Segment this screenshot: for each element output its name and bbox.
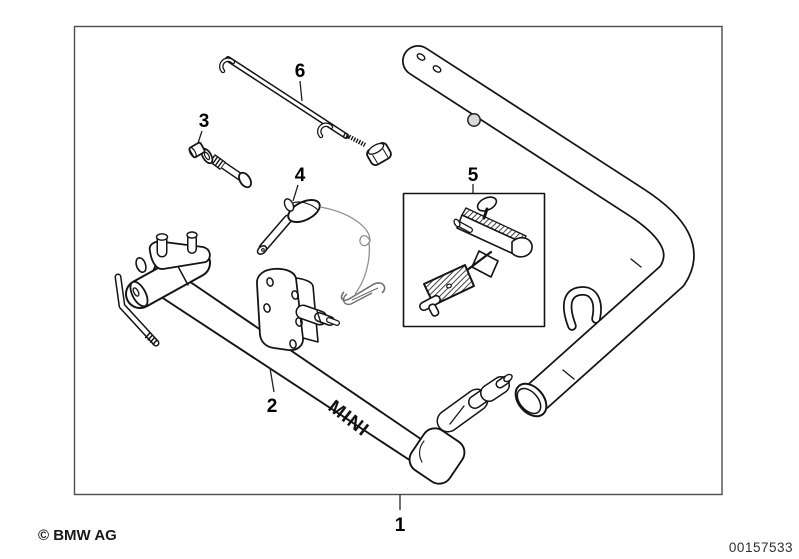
- callout-2: 2: [267, 396, 278, 417]
- callout-1: 1: [395, 515, 406, 536]
- t-knob: [419, 294, 441, 317]
- clamp-bolt: [155, 233, 169, 241]
- bracket-hole: [266, 277, 274, 287]
- bracket-hole: [263, 303, 271, 313]
- callouts: 1 2 3 4 5 6: [197, 61, 479, 536]
- cap-nut: [366, 142, 392, 166]
- diagram-frame: [73, 25, 723, 496]
- beam-end-cap: [408, 427, 466, 485]
- callout-5: 5: [468, 165, 479, 186]
- part-2-main-beam: MINI: [114, 231, 513, 485]
- wing-knob: [476, 196, 498, 212]
- leader-line-2: [269, 367, 275, 393]
- callout-6: 6: [295, 61, 306, 82]
- tube-hole: [416, 53, 426, 61]
- nut: [188, 141, 206, 159]
- retaining-clip: [340, 282, 386, 302]
- callout-4: 4: [295, 165, 306, 186]
- leader-line-4: [292, 184, 299, 202]
- stub-button: [503, 373, 513, 383]
- leader-line-6: [299, 80, 303, 102]
- part-5-clamp-kit: [402, 192, 546, 328]
- bracket-hole: [295, 317, 303, 327]
- bracket-hole: [289, 339, 297, 349]
- bolt-head: [238, 171, 252, 189]
- copyright-text: © BMW AG: [38, 527, 117, 544]
- clamp-foot: [511, 236, 533, 258]
- part-curved-tube: [402, 45, 695, 418]
- bracket-hole: [291, 290, 299, 300]
- rod-thread: [342, 132, 367, 147]
- leader-line-3: [197, 130, 203, 144]
- part-4-locking-pin: [256, 198, 386, 306]
- lanyard-cable: [319, 206, 371, 295]
- tube-knob: [467, 113, 481, 127]
- callout-3: 3: [199, 111, 210, 132]
- spring-washer: [209, 155, 226, 169]
- image-number: 00157533: [729, 540, 793, 555]
- tube-hole: [432, 65, 442, 73]
- clamp-bolt: [186, 231, 198, 239]
- part-6-support-rod: [219, 56, 392, 166]
- part-3-bolt-set: [188, 141, 252, 189]
